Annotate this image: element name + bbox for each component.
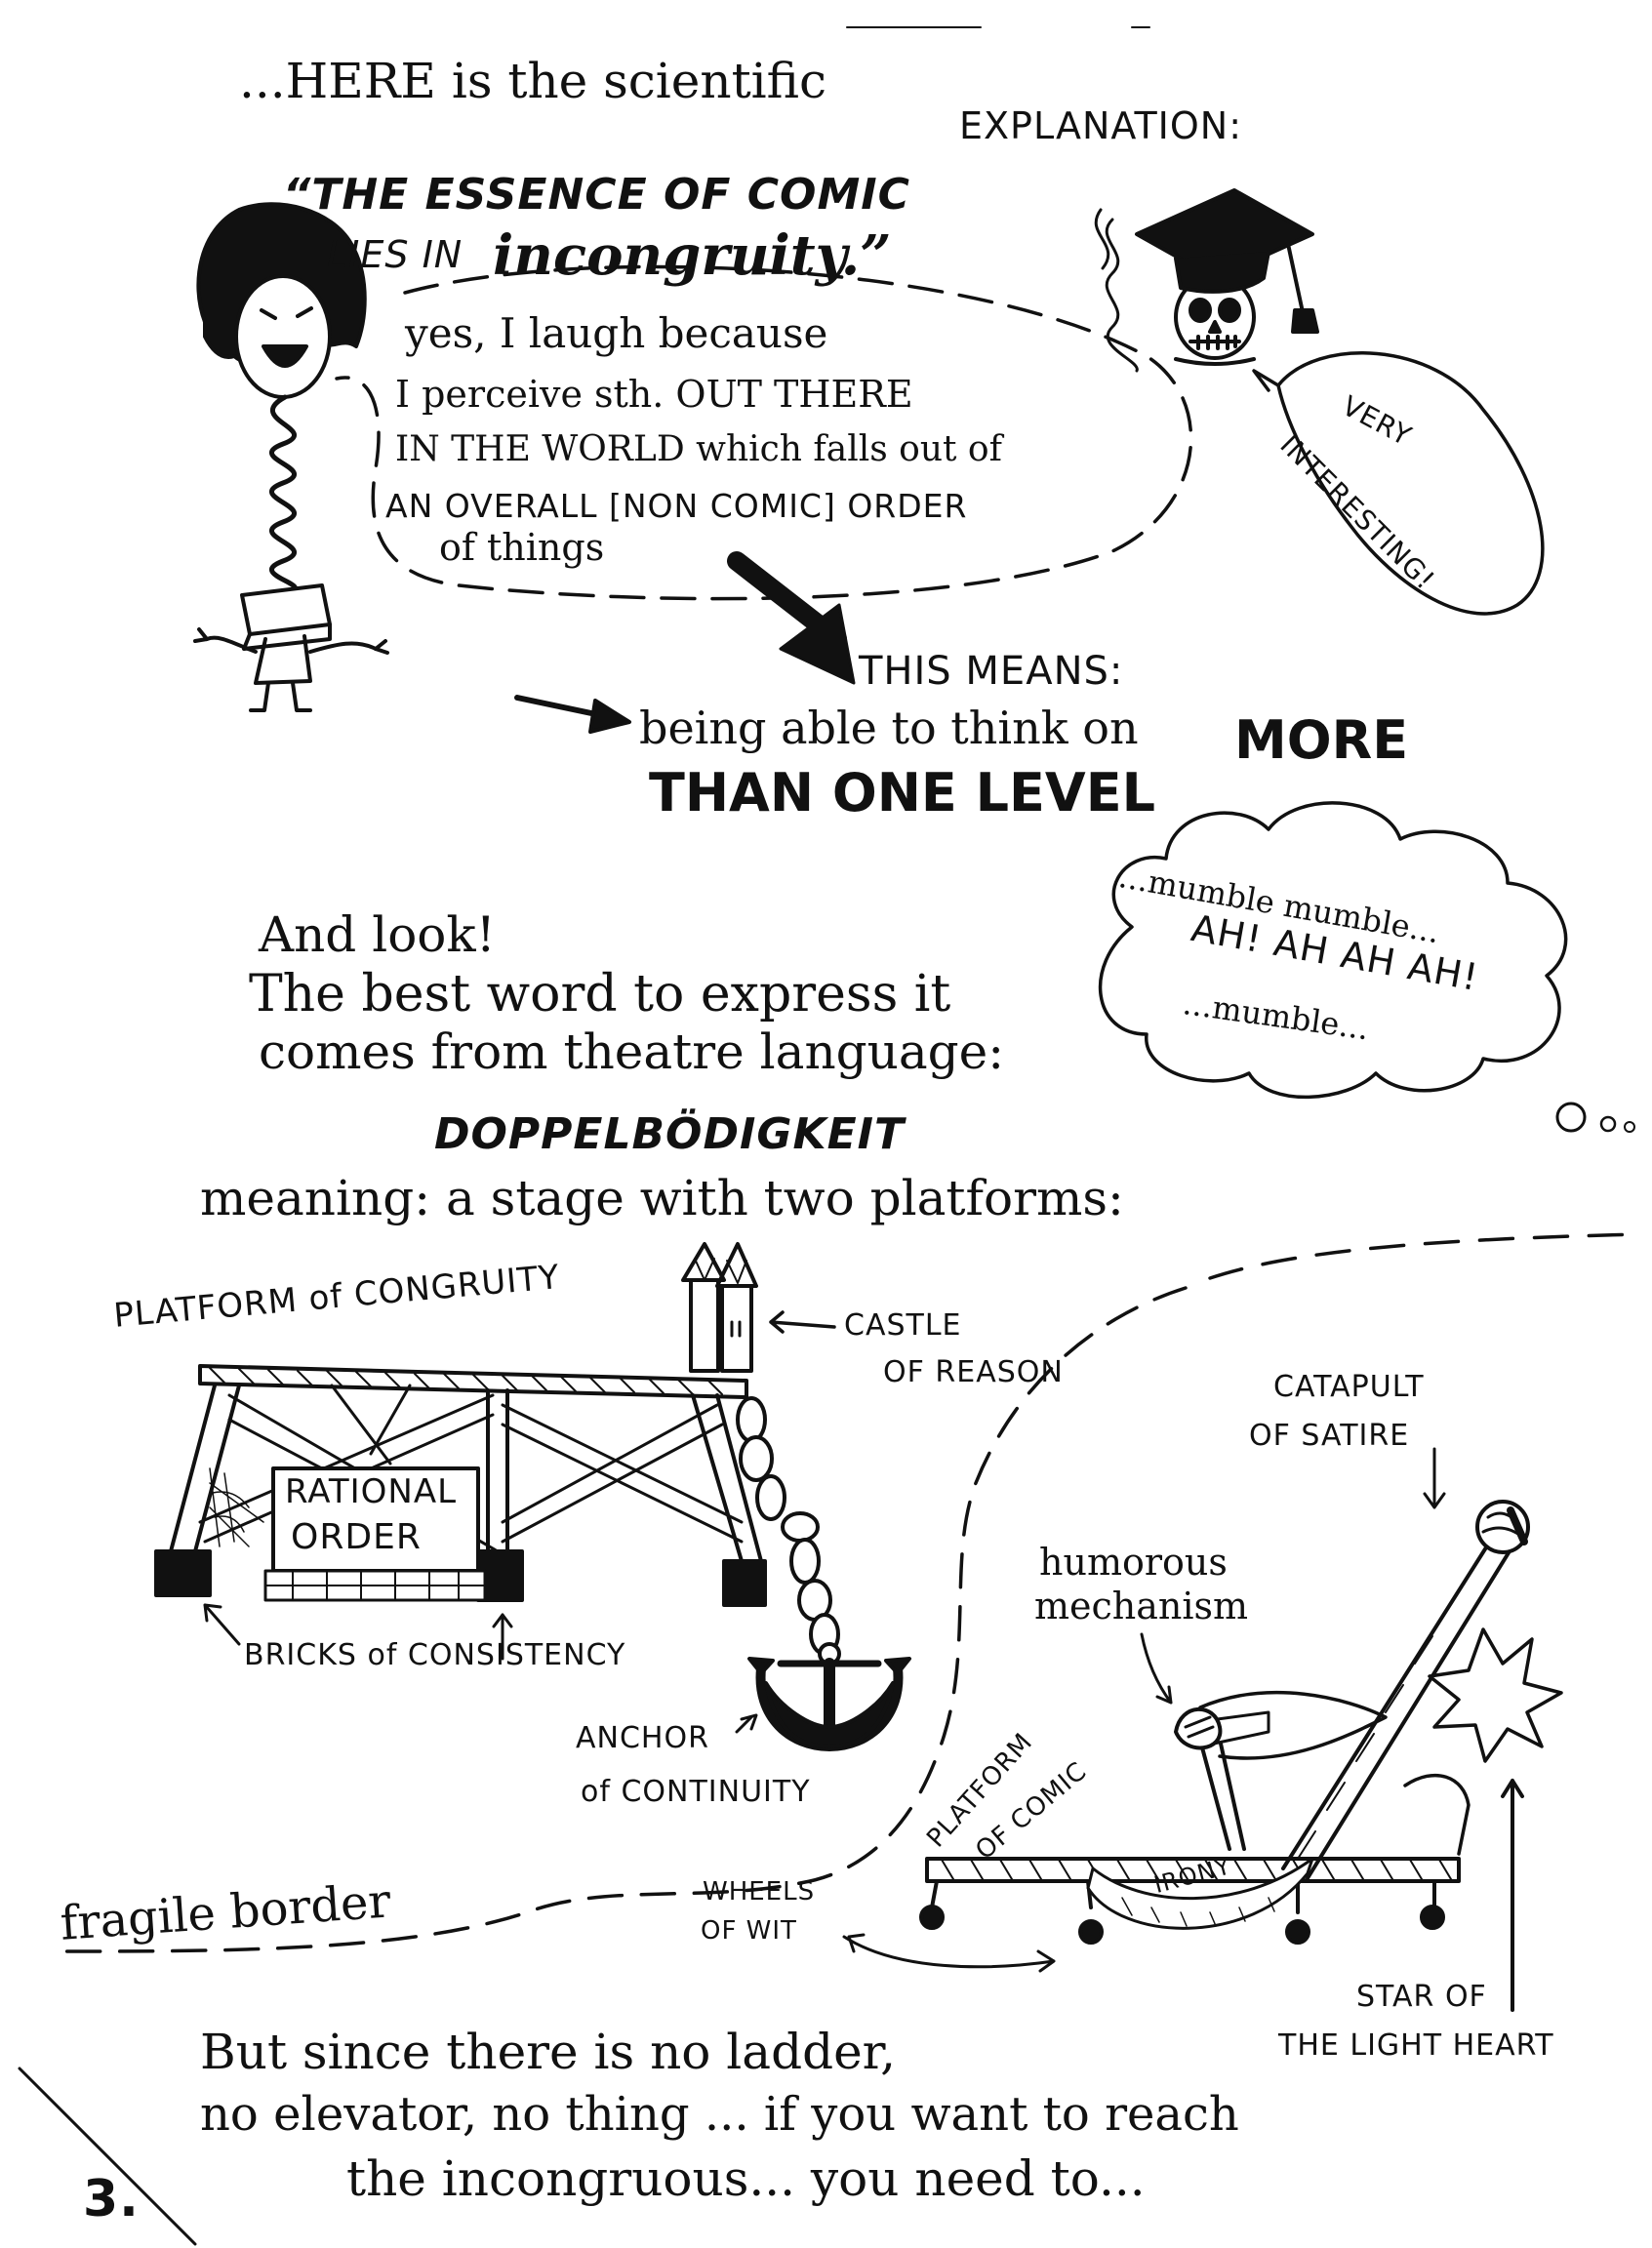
look-line-1: And look! [259,906,496,963]
comic-platform [919,1500,1563,1945]
skull-speech-bubble [1252,351,1545,616]
look-line-2: The best word to express it [249,965,951,1024]
girl-closed-eyes [260,306,313,320]
girl-box-side [242,622,332,651]
label-order: ORDER [291,1517,422,1557]
mumble-cloud [1098,801,1568,1100]
footer-line-3: the incongruous... you need to... [346,2150,1146,2207]
means-more-level: THAN ONE LEVEL [649,762,1155,823]
humorous-arrow [1140,1632,1173,1705]
label-mechanism: mechanism [1034,1585,1249,1627]
thought-line-3: IN THE WORLD which falls out of [395,429,1002,469]
label-castle-2: OF REASON [883,1355,1064,1389]
stage-foot-left [154,1549,212,1597]
wheel-3 [1285,1919,1310,1945]
consistency-arrow [492,1613,513,1661]
rational-order-box [271,1466,480,1573]
congruity-stage [154,1364,767,1607]
meaning-line: meaning: a stage with two platforms: [200,1170,1124,1226]
quote-line-2-prefix: LIES IN [327,233,463,276]
irony-hammock [1086,1857,1314,1930]
anchor [747,1642,911,1751]
thought-line-2: I perceive sth. OUT THERE [395,373,913,416]
anchor-chain [736,1396,840,1656]
girl-box [240,583,332,636]
thought-line-5: of things [439,526,605,569]
look-line-3: comes from theatre language: [259,1024,1005,1080]
means-label: THIS MEANS: [859,649,1124,694]
star-light-heart [1428,1627,1563,1763]
big-arrow-head [779,603,856,685]
girl-spring [269,394,298,596]
skull-neck [1174,357,1256,366]
means-line-1: being able to think on [639,702,1139,754]
girl-arms [205,635,378,654]
quote-keyword: incongruity.” [493,223,892,288]
intro-text: ...HERE is the scientific [239,53,827,109]
bricks-arrow [203,1603,241,1646]
means-more: MORE [1234,709,1409,771]
page-number: 3. [83,2170,140,2228]
cloud-dot-1 [1555,1102,1587,1133]
girl-legs [249,681,312,712]
girl-figure [193,202,389,712]
label-wheels: WHEELS [703,1877,816,1907]
skull-wavy-line [1105,218,1139,373]
wheel-4 [1420,1905,1445,1930]
castle-arrow [769,1310,836,1334]
thought-bubble-outline [335,264,1193,601]
quote-line-1: “THE ESSENCE OF COMIC [283,170,910,220]
skull-professor [1094,188,1319,373]
girl-laughing-mouth [262,344,308,368]
castle-of-reason [681,1242,758,1373]
label-castle: CASTLE [844,1308,962,1343]
humorous-mechanism-coil [1174,1706,1223,1750]
wheel-1 [919,1905,945,1930]
page-corner-line [18,2067,197,2246]
girl-hands [193,627,389,655]
upper-dashed-line [1208,1232,1641,1280]
fragile-border-line [57,1286,1188,1953]
cloud-dot-3 [1624,1121,1635,1133]
girl-face [234,274,332,399]
thought-line-1: yes, I laugh because [405,309,828,357]
label-wheels-2: OF WIT [701,1916,797,1946]
girl-dress [254,634,312,685]
label-humorous: humorous [1039,1541,1228,1584]
anchor-arrow [735,1713,758,1734]
label-rational: RATIONAL [285,1472,458,1511]
label-anchor-2: of CONTINUITY [581,1775,811,1809]
label-bricks: BRICKS of CONSISTENCY [244,1638,626,1672]
label-star: STAR OF [1356,1980,1487,2014]
star-arrow [1501,1779,1524,2012]
wheel-2 [1078,1919,1104,1945]
label-catapult-2: OF SATIRE [1249,1419,1410,1453]
stage-foot-right [722,1559,767,1607]
doppelbodigkeit-word: DOPPELBÖDIGKEIT [434,1109,906,1159]
label-catapult: CATAPULT [1273,1370,1425,1404]
footer-line-2: no elevator, no thing ... if you want to… [200,2087,1239,2142]
footer-line-1: But since there is no ladder, [200,2024,896,2080]
stage-top [198,1364,748,1399]
wheels-arrow [842,1935,1056,1973]
cloud-dot-2 [1599,1115,1617,1133]
catapult-arrow [1423,1447,1446,1509]
cap-tassel [1291,308,1319,334]
cap-tassel-string [1286,242,1305,314]
label-anchor: ANCHOR [576,1721,709,1755]
thought-line-4: AN OVERALL [NON COMIC] ORDER [385,487,968,525]
small-arrow-head [588,699,631,734]
label-star-2: THE LIGHT HEART [1278,2028,1554,2063]
explanation-label: EXPLANATION: [959,104,1243,147]
